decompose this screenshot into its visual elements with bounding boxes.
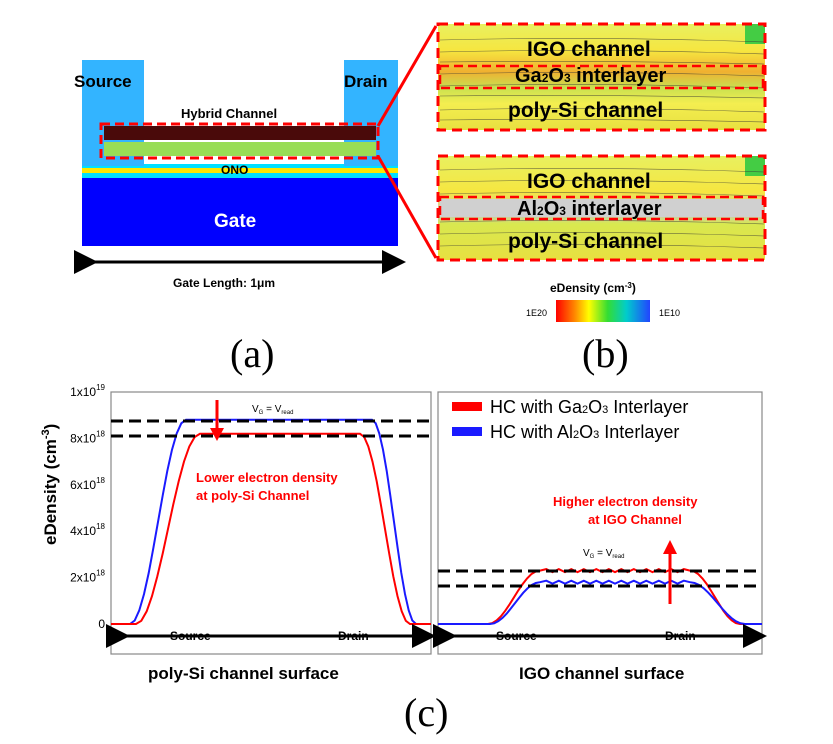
- legend-label-al2o3: HC with Al2O3 Interlayer: [490, 422, 679, 442]
- hybrid-channel-label: Hybrid Channel: [181, 106, 277, 121]
- sim-bottom-interlayer-band: [440, 199, 763, 217]
- zoom-line-bottom: [376, 155, 438, 259]
- left-down-arrow: [210, 400, 224, 441]
- source-label: Source: [74, 72, 132, 91]
- sim-bottom-igo-label: IGO channel: [527, 170, 651, 193]
- panel-a-device-cross-section: Source Drain Hybrid Channel ONO Gate Gat…: [74, 25, 438, 376]
- right-series: [438, 567, 762, 625]
- y-tick-label: 6x1018: [70, 476, 105, 492]
- colorbar-title: eDensity (cm-3): [550, 281, 636, 295]
- sim-top-contours: [439, 38, 765, 123]
- legend-swatch-al2o3: [452, 427, 482, 436]
- y-tick-label: 0: [98, 617, 105, 631]
- left-curve-ga2o3: [111, 432, 431, 625]
- gate-block: [82, 178, 398, 246]
- y-tick-label: 2x1018: [70, 569, 105, 585]
- sim-top-green-corner: [745, 24, 765, 44]
- left-vg-label: VG = Vread: [252, 404, 293, 416]
- right-source-label: Source: [496, 629, 537, 643]
- ono-label: ONO: [221, 163, 248, 177]
- right-x-label: IGO channel surface: [519, 664, 684, 683]
- sim-bottom-poly-label: poly-Si channel: [508, 230, 663, 253]
- sim-top-poly-label: poly-Si channel: [508, 99, 663, 122]
- right-annotation-line2: at IGO Channel: [588, 512, 682, 527]
- right-annotation-line1: Higher electron density: [553, 494, 698, 509]
- legend-swatch-ga2o3: [452, 402, 482, 411]
- zoom-line-top: [376, 25, 438, 127]
- gate-label: Gate: [214, 211, 256, 232]
- sim-top-bg: [438, 24, 765, 130]
- right-curve-al2o3: [438, 579, 762, 625]
- legend: HC with Ga2O3 Interlayer HC with Al2O3 I…: [452, 397, 688, 442]
- panel-b-simulation: IGO channel Ga2O3 interlayer poly-Si cha…: [436, 22, 767, 376]
- sim-bottom-contours: [439, 168, 765, 249]
- sim-top-interlayer-label: Ga2O3 interlayer: [515, 65, 666, 87]
- legend-label-ga2o3: HC with Ga2O3 Interlayer: [490, 397, 688, 417]
- colorbar-max-label: 1E10: [659, 308, 680, 318]
- y-tick-label: 4x1018: [70, 522, 105, 538]
- hybrid-channel-bottom-layer: [104, 142, 376, 156]
- left-drain-label: Drain: [338, 629, 369, 643]
- left-x-label: poly-Si channel surface: [148, 664, 339, 683]
- sim-bottom-green-corner: [745, 156, 765, 176]
- hybrid-channel-top-layer: [104, 126, 376, 140]
- sim-top-interlayer-box: [438, 64, 765, 90]
- sim-top-outline: [436, 22, 767, 132]
- sim-bottom-interlayer-label: Al2O3 interlayer: [517, 198, 662, 220]
- y-tick-label: 1x1019: [70, 383, 105, 399]
- right-drain-label: Drain: [665, 629, 696, 643]
- sim-bottom-interlayer-box: [438, 195, 765, 221]
- y-tick-labels: 1x1019 8x1018 6x1018 4x1018 2x1018 0: [70, 383, 105, 631]
- caption-b: (b): [582, 331, 629, 376]
- right-up-arrow: [663, 540, 677, 604]
- right-vg-label: VG = Vread: [583, 548, 624, 560]
- y-tick-label: 8x1018: [70, 429, 105, 445]
- left-annotation-line2: at poly-Si Channel: [196, 488, 309, 503]
- caption-c: (c): [404, 690, 448, 735]
- y-axis-label: eDensity (cm-3): [40, 424, 60, 545]
- sim-bottom: IGO channel Al2O3 interlayer poly-Si cha…: [436, 154, 767, 262]
- sim-bottom-outline: [436, 154, 767, 262]
- panel-c-charts: eDensity (cm-3) 1x1019 8x1018 6x1018 4x1018…: [40, 383, 767, 735]
- colorbar: [556, 300, 650, 322]
- left-annotation-line1: Lower electron density: [196, 470, 338, 485]
- sim-top: IGO channel Ga2O3 interlayer poly-Si cha…: [436, 22, 767, 132]
- ono-layer-yellow: [82, 168, 398, 173]
- colorbar-min-label: 1E20: [526, 308, 547, 318]
- right-chart-frame: [437, 391, 763, 655]
- hybrid-channel-outline: [99, 122, 380, 160]
- left-source-label: Source: [170, 629, 211, 643]
- drain-label: Drain: [344, 72, 387, 91]
- left-chart-frame: [110, 391, 432, 655]
- gate-length-label: Gate Length: 1μm: [173, 276, 275, 290]
- right-curve-ga2o3: [438, 567, 762, 625]
- caption-a: (a): [230, 331, 274, 376]
- sim-top-igo-label: IGO channel: [527, 38, 651, 61]
